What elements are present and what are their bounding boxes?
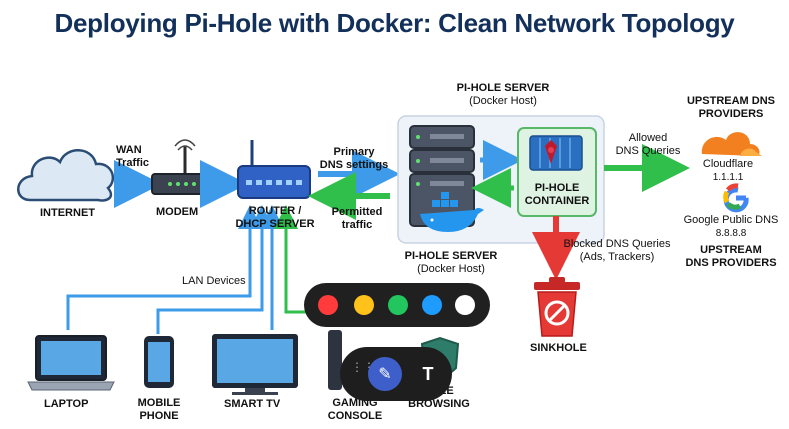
mobile-label: MOBILE PHONE <box>134 397 184 423</box>
smart-tv-icon <box>212 334 298 395</box>
trash-icon <box>534 277 580 337</box>
drag-handle-icon[interactable]: ⋮⋮ <box>351 360 375 374</box>
upstream-top-label: UPSTREAM DNS PROVIDERS <box>676 95 786 121</box>
wan-text: WAN <box>116 144 142 156</box>
google-ip: 8.8.8.8 <box>715 228 747 239</box>
blocked-label: Blocked DNS Queries (Ads, Trackers) <box>562 238 672 264</box>
wan-label: WAN Traffic <box>116 144 149 170</box>
cloudflare-icon <box>701 132 762 156</box>
laptop-lan-line <box>66 205 262 330</box>
dns-settings-text: DNS settings <box>319 159 389 171</box>
cloudflare-ip: 1.1.1.1 <box>712 172 744 183</box>
pihole-server-bottom-label: PI-HOLE SERVER (Docker Host) <box>396 250 506 276</box>
router-line1: ROUTER / <box>248 205 302 217</box>
allowed-label: Allowed DNS Queries <box>610 132 686 158</box>
laptop-icon <box>27 335 115 391</box>
blocked-sub-text: (Ads, Trackers) <box>579 251 655 263</box>
pihole-server-top-label: PI-HOLE SERVER (Docker Host) <box>448 82 558 108</box>
allowed-text: Allowed <box>628 132 668 144</box>
docker-host-top-text: (Docker Host) <box>469 95 537 107</box>
pen-icon: ✎ <box>378 364 392 383</box>
mobile-line2: PHONE <box>139 410 179 422</box>
smart-tv-label: SMART TV <box>224 398 281 410</box>
laptop-label: LAPTOP <box>44 398 89 410</box>
primary-dns-label: Primary DNS settings <box>316 146 392 172</box>
cloudflare-text: Cloudflare <box>702 158 754 170</box>
upstream-top-line2: PROVIDERS <box>698 108 764 120</box>
pihole-server-bottom-text: PI-HOLE SERVER <box>404 250 498 262</box>
docker-host-bottom-text: (Docker Host) <box>417 263 485 275</box>
drawing-tools-toolbar: ⋮⋮ ✎ T <box>340 347 452 401</box>
color-swatch-white[interactable] <box>455 295 475 315</box>
console-icon <box>328 330 342 390</box>
pihole-logo-icon <box>529 135 583 171</box>
traffic-text: Traffic <box>116 157 150 169</box>
pihole-server-top-text: PI-HOLE SERVER <box>456 82 550 94</box>
modem-icon <box>151 139 207 195</box>
upstream-bottom-line2: DNS PROVIDERS <box>685 257 777 269</box>
upstream-bottom-line1: UPSTREAM <box>700 244 762 256</box>
router-line2: DHCP SERVER <box>235 218 315 230</box>
container-line1: PI-HOLE <box>534 182 580 194</box>
mobile-line1: MOBILE <box>137 397 181 409</box>
browsing-line2: BROWSING <box>408 398 470 410</box>
phone-icon <box>144 336 174 388</box>
color-swatch-red[interactable] <box>318 295 338 315</box>
phone-lan-line <box>156 205 274 334</box>
page-title: Deploying Pi-Hole with Docker: Clean Net… <box>54 8 735 38</box>
cloud-icon <box>17 149 115 202</box>
docker-whale-icon <box>420 192 484 232</box>
color-swatch-yellow[interactable] <box>354 295 374 315</box>
blocked-text: Blocked DNS Queries <box>563 238 671 250</box>
router-icon <box>237 140 311 199</box>
gaming-line2: CONSOLE <box>327 410 383 422</box>
color-picker-toolbar <box>304 283 490 327</box>
google-icon <box>723 183 749 213</box>
color-swatch-green[interactable] <box>388 295 408 315</box>
google-text: Google Public DNS <box>683 214 779 226</box>
text-tool-button[interactable]: T <box>422 364 434 384</box>
permitted-traffic-text: traffic <box>341 219 373 231</box>
pen-tool-button[interactable]: ✎ <box>368 357 402 391</box>
upstream-bottom-label: UPSTREAM DNS PROVIDERS <box>674 244 788 270</box>
modem-label: MODEM <box>156 206 199 218</box>
router-label: ROUTER / DHCP SERVER <box>232 205 318 231</box>
permitted-label: Permitted traffic <box>326 206 388 232</box>
container-line2: CONTAINER <box>524 195 590 207</box>
lan-devices-label: LAN Devices <box>182 275 246 287</box>
color-swatch-blue[interactable] <box>422 295 442 315</box>
dns-queries-text: DNS Queries <box>615 145 681 157</box>
permitted-text: Permitted <box>331 206 383 218</box>
upstream-top-line1: UPSTREAM DNS <box>686 95 775 107</box>
pihole-container-label: PI-HOLE CONTAINER <box>522 182 592 208</box>
sinkhole-label: SINKHOLE <box>530 342 587 354</box>
cloudflare-label: Cloudflare 1.1.1.1 <box>690 158 766 184</box>
google-label: Google Public DNS 8.8.8.8 <box>676 214 786 240</box>
internet-label: INTERNET <box>40 207 95 219</box>
primary-text: Primary <box>333 146 375 158</box>
